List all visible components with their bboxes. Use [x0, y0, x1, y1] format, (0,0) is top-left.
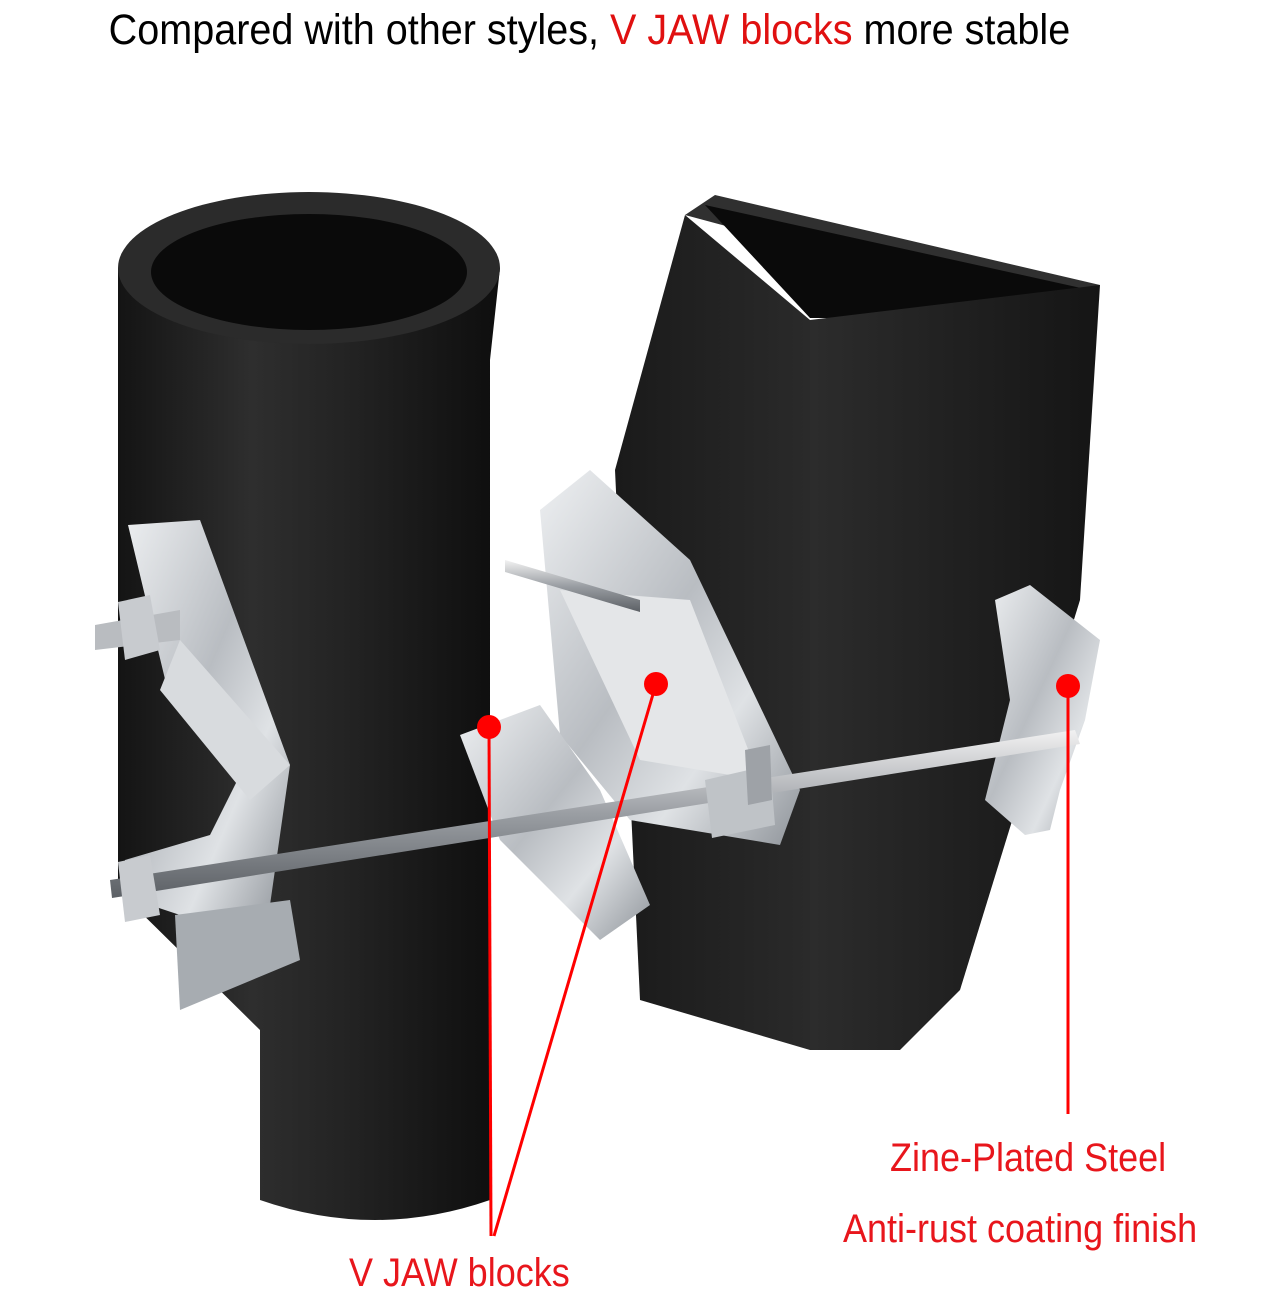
leader-line-middle	[492, 683, 658, 1237]
steel-label-line2: Anti-rust coating finish	[843, 1207, 1198, 1251]
headline: Compared with other styles, V JAW blocks…	[1, 4, 1179, 56]
hex-nuts	[118, 595, 775, 922]
headline-text-end: more stable	[852, 6, 1071, 54]
right-v-jaw-block	[985, 585, 1100, 835]
v-jaw-label: V JAW blocks	[349, 1251, 570, 1295]
leader-line-left	[487, 726, 493, 1237]
headline-highlight: V JAW blocks	[609, 6, 853, 54]
steel-label-line1: Zine-Plated Steel	[890, 1136, 1167, 1180]
headline-text: Compared with other styles,	[108, 6, 610, 54]
